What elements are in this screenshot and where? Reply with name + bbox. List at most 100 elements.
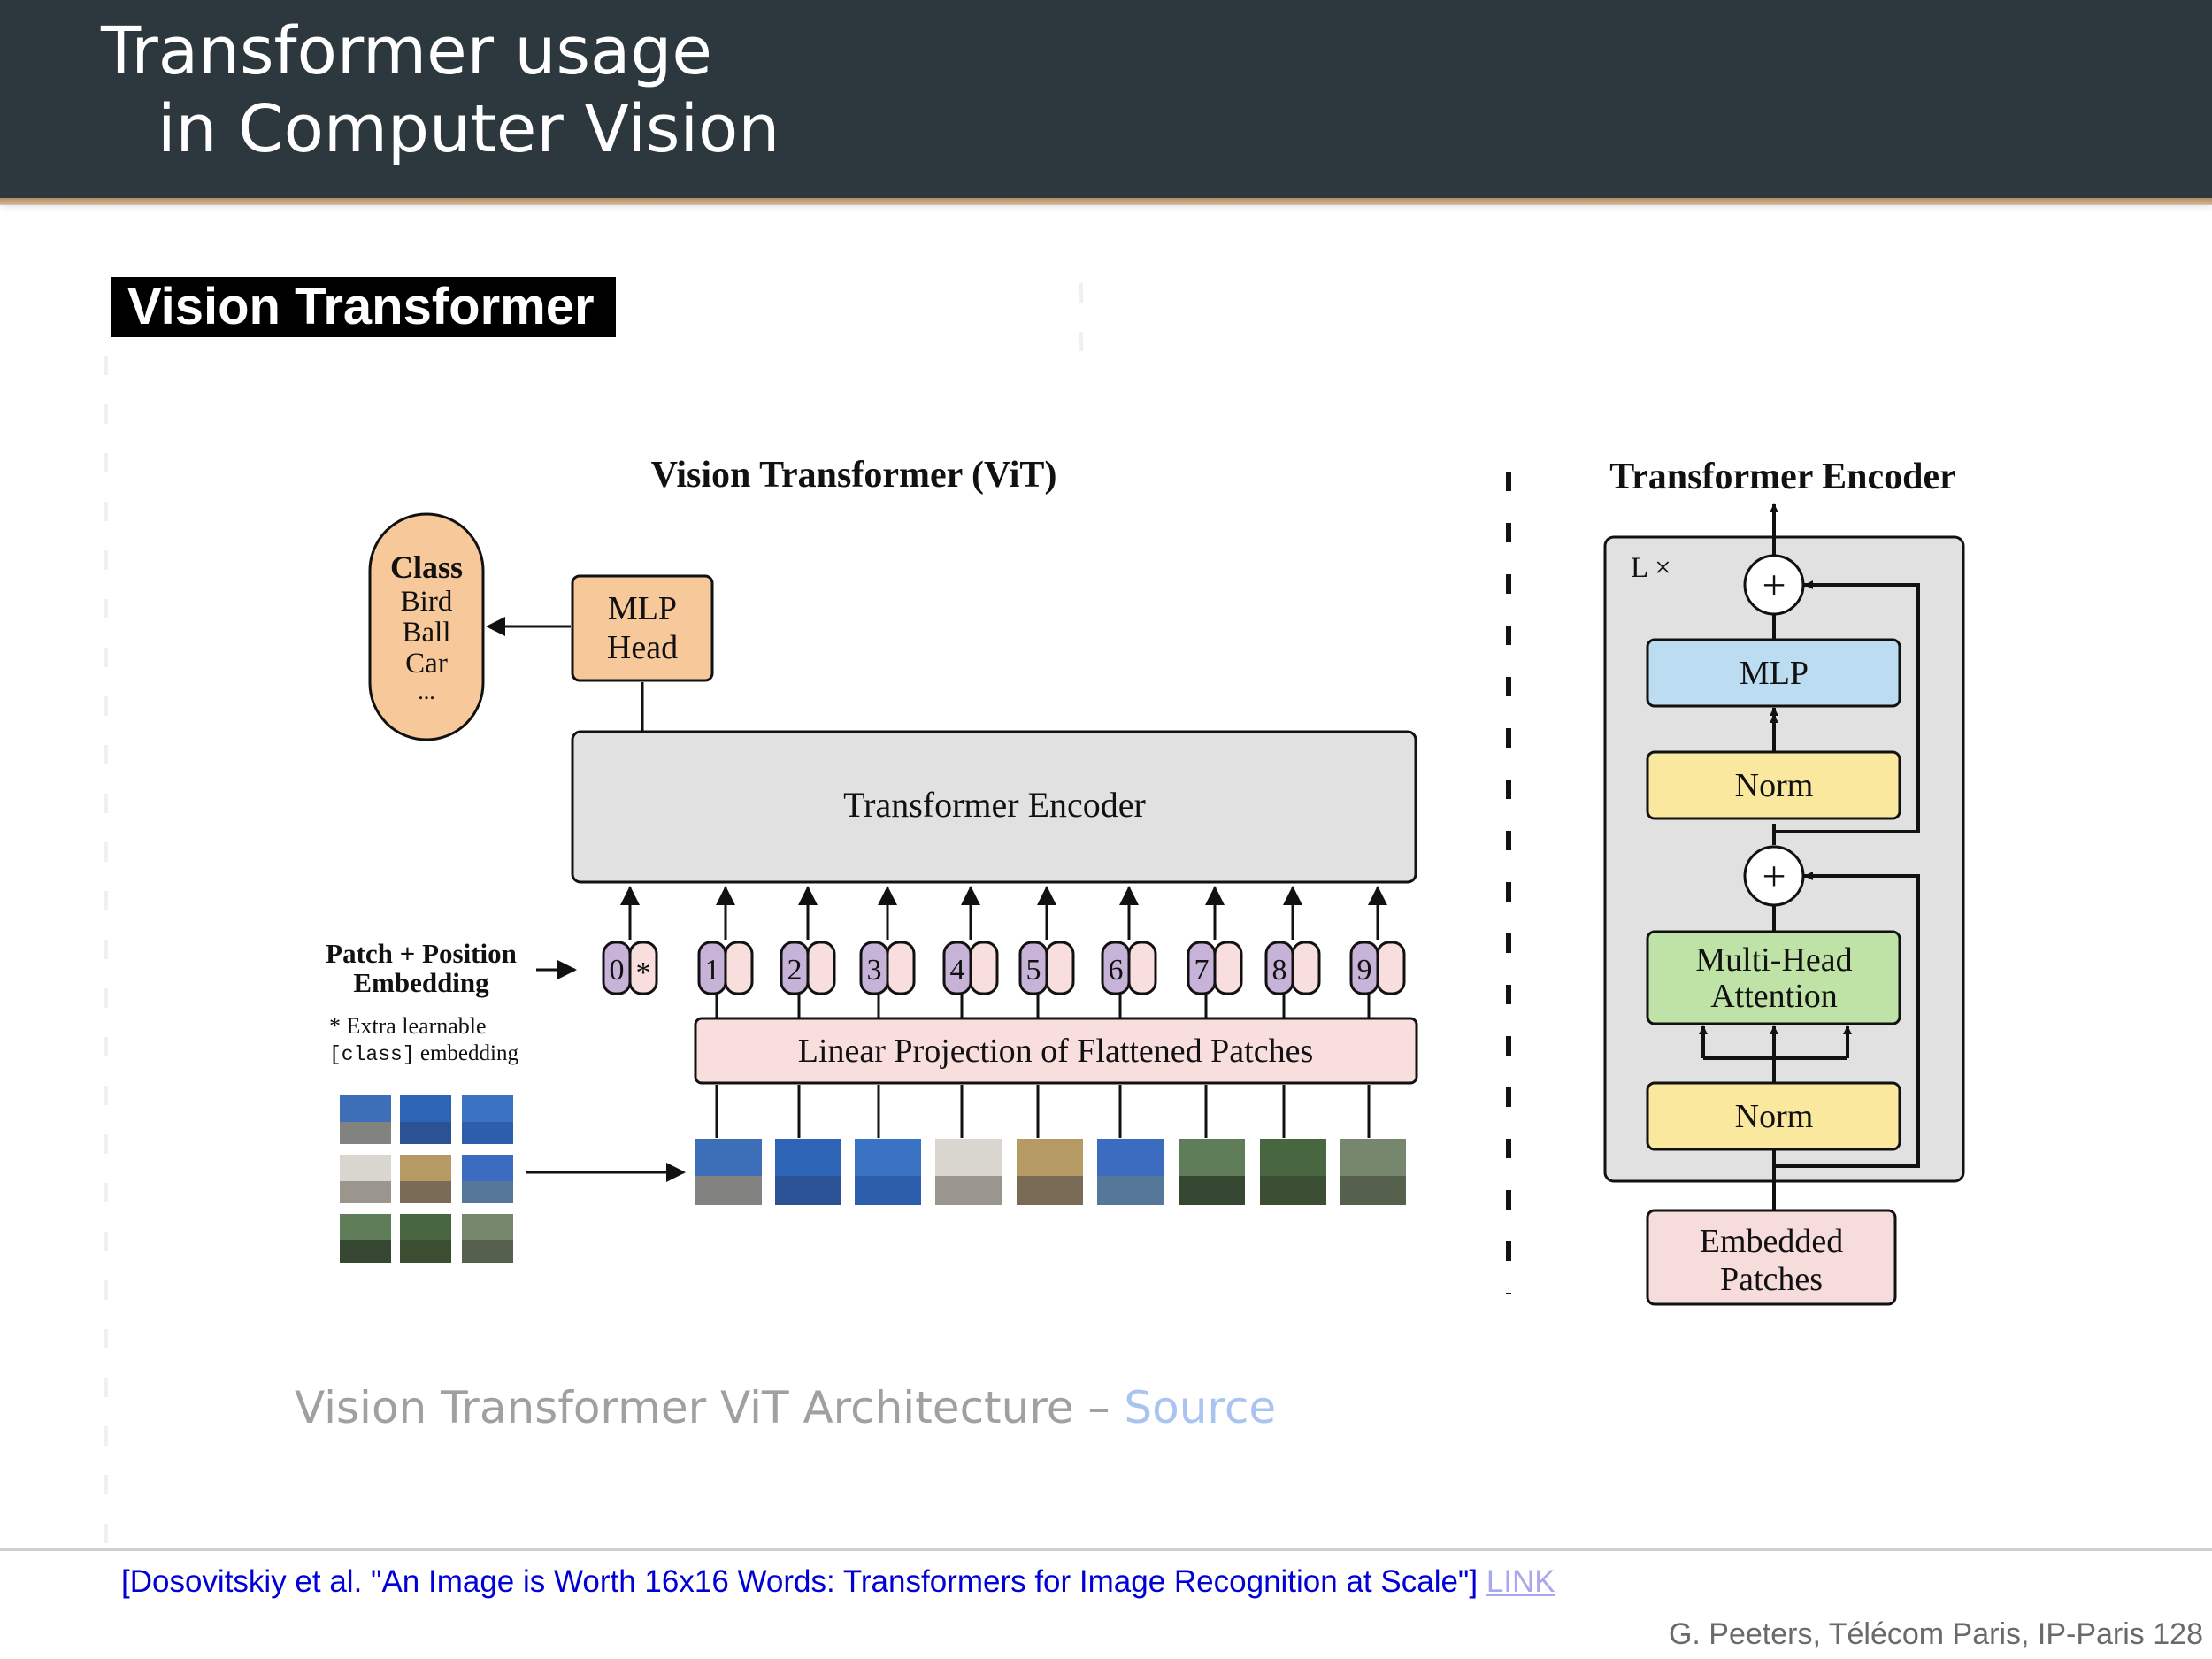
image-patch (775, 1139, 841, 1205)
token-index: 0 (610, 954, 625, 987)
plus-icon: + (1762, 853, 1786, 900)
token-index: 3 (867, 954, 882, 987)
token-index: 8 (1272, 954, 1287, 987)
token-pair: 6 (1101, 886, 1157, 1138)
slide-footer: G. Peeters, Télécom Paris, IP-Paris 128 (1668, 1617, 2203, 1651)
image-patch (935, 1139, 1002, 1205)
encoder-block-title: Transformer Encoder (1609, 457, 1956, 497)
token-index: 9 (1357, 954, 1372, 987)
slide-title-line2: in Computer Vision (157, 91, 780, 167)
image-patch (1017, 1139, 1083, 1205)
position-embedding (1045, 941, 1075, 995)
class-heading: Class (390, 549, 463, 585)
token-index: 5 (1026, 954, 1041, 987)
mlp-head-box: MLP Head (571, 574, 714, 682)
class-item: Car (405, 648, 448, 680)
embedded-patches-label: Embedded (1700, 1223, 1844, 1260)
linear-projection-label: Linear Projection of Flattened Patches (798, 1033, 1314, 1070)
position-embedding (1213, 941, 1243, 995)
token-index: 6 (1109, 954, 1124, 987)
footer-divider (0, 1548, 2212, 1551)
slide-header: Transformer usage in Computer Vision (0, 0, 2212, 198)
position-embedding (724, 941, 754, 995)
image-patch (695, 1139, 762, 1205)
reference-link[interactable]: LINK (1486, 1564, 1555, 1599)
reference-citation: [Dosovitskiy et al. "An Image is Worth 1… (121, 1564, 1555, 1600)
transformer-encoder-label: Transformer Encoder (843, 785, 1146, 825)
mlp-head-label: MLP (608, 590, 677, 627)
norm-top-label: Norm (1735, 767, 1814, 804)
class-item: ... (418, 679, 435, 704)
attention-label: Attention (1710, 978, 1838, 1015)
token-index: 4 (950, 954, 965, 987)
token-pair: 4 (942, 886, 999, 1138)
slide-title-line1: Transformer usage (101, 13, 712, 89)
embedded-patches-label: Patches (1720, 1261, 1823, 1298)
image-patch (1097, 1139, 1164, 1205)
token-index: 2 (787, 954, 803, 987)
embedding-label: Patch + Position (326, 938, 517, 969)
plus-icon: + (1762, 562, 1786, 609)
token-index: 1 (705, 954, 720, 987)
image-patch (462, 1095, 513, 1144)
faint-dashed-line-left (104, 356, 110, 1572)
position-embedding (628, 941, 658, 995)
position-embedding (1127, 941, 1157, 995)
header-rule (0, 198, 2212, 205)
token-pair: 0* (602, 886, 658, 995)
token-pair: 1 (697, 886, 754, 1138)
residual-add-lower: + (1743, 845, 1805, 907)
image-patch (340, 1095, 391, 1144)
embedded-patches-box: Embedded Patches (1646, 1209, 1897, 1306)
position-embedding (806, 941, 836, 995)
class-token-mark: * (636, 956, 651, 989)
position-embedding (1376, 941, 1406, 995)
image-patch (1179, 1139, 1245, 1205)
class-output-box: Class Bird Ball Car ... (368, 512, 485, 741)
transformer-encoder-box: Transformer Encoder (571, 730, 1417, 884)
image-patch (855, 1139, 921, 1205)
image-patch (1340, 1139, 1406, 1205)
token-pair: 5 (1018, 886, 1075, 1138)
token-pair: 9 (1349, 886, 1406, 1138)
section-label: Vision Transformer (111, 277, 616, 337)
image-patch (340, 1214, 391, 1263)
caption-source-link[interactable]: Source (1124, 1382, 1277, 1433)
token-pair: 8 (1264, 886, 1321, 1138)
class-item: Bird (401, 586, 453, 618)
token-index: 7 (1194, 954, 1210, 987)
token-pair: 3 (859, 886, 916, 1138)
vit-title: Vision Transformer (ViT) (651, 455, 1057, 495)
encoder-mlp-label: MLP (1740, 655, 1809, 692)
multi-head-attention-box: Multi-Head Attention (1646, 930, 1901, 1025)
token-pair: 7 (1187, 886, 1243, 1138)
image-patch (400, 1095, 451, 1144)
extra-note-line2: [class] embedding (329, 1041, 518, 1066)
position-embedding (969, 941, 999, 995)
norm-top-box: Norm (1646, 750, 1901, 820)
embedding-label: Embedding (353, 967, 489, 998)
image-patch (462, 1155, 513, 1203)
image-patch (1260, 1139, 1326, 1205)
class-item: Ball (403, 617, 451, 649)
norm-bottom-label: Norm (1735, 1098, 1814, 1135)
image-patch (400, 1155, 451, 1203)
figure-caption: Vision Transformer ViT Architecture – So… (295, 1382, 1276, 1433)
flattened-patch-row (695, 1139, 1406, 1205)
image-patch (340, 1155, 391, 1203)
faint-dashed-line-center (1079, 283, 1085, 380)
linear-projection-box: Linear Projection of Flattened Patches (694, 1017, 1418, 1085)
token-pair: 2 (780, 886, 836, 1138)
image-patch (462, 1214, 513, 1263)
image-patch (400, 1214, 451, 1263)
position-embedding (1291, 941, 1321, 995)
norm-bottom-box: Norm (1646, 1081, 1901, 1151)
reference-text: [Dosovitskiy et al. "An Image is Worth 1… (121, 1564, 1486, 1599)
repeat-label: L × (1631, 552, 1671, 584)
caption-text: Vision Transformer ViT Architecture – (295, 1382, 1125, 1433)
residual-add-upper: + (1743, 554, 1805, 616)
position-embedding (886, 941, 916, 995)
attention-label: Multi-Head (1695, 941, 1852, 979)
